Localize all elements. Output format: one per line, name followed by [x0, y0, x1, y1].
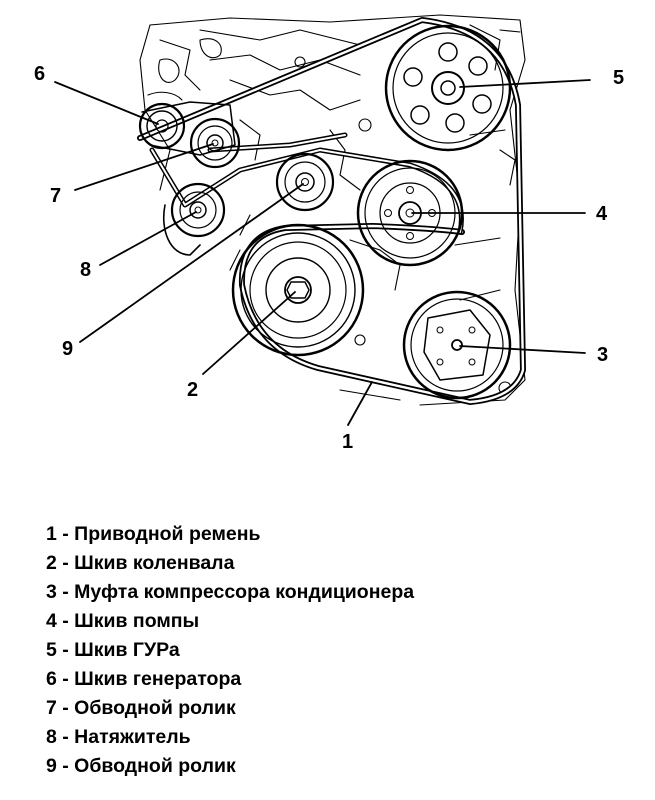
- alternator-pulley: [138, 101, 236, 156]
- tensioner-pulley: [163, 182, 226, 256]
- power-steering-pulley: [384, 24, 512, 152]
- legend-item-alternator-pulley: 6 - Шкив генератора: [46, 668, 242, 690]
- legend-item-lower-idler: 9 - Обводной ролик: [46, 755, 236, 777]
- callout-1: 1: [342, 431, 353, 453]
- callout-2: 2: [187, 379, 198, 401]
- leader-line-2: [202, 291, 296, 375]
- engine-block-sketch: [139, 14, 526, 406]
- ac-compressor-clutch: [402, 290, 512, 400]
- leader-line-7: [74, 143, 214, 191]
- callout-labels: 1 2 3 4 5 6 7 8 9: [34, 63, 624, 453]
- legend-item-drive-belt: 1 - Приводной ремень: [46, 523, 261, 545]
- legend-item-power-steering-pulley: 5 - Шкив ГУРа: [46, 639, 180, 661]
- crankshaft-pulley: [231, 223, 365, 357]
- callout-3: 3: [597, 344, 608, 366]
- legend-item-upper-idler: 7 - Обводной ролик: [46, 697, 236, 719]
- leader-line-8: [99, 211, 197, 266]
- leader-line-6: [54, 81, 159, 125]
- leader-line-9: [79, 183, 304, 343]
- legend-list: 1 - Приводной ремень 2 - Шкив коленвала …: [46, 520, 414, 781]
- upper-idler-pulley: [189, 117, 241, 169]
- belt-drive-diagram: 1 2 3 4 5 6 7 8 9: [34, 14, 624, 453]
- legend-item-tensioner: 8 - Натяжитель: [46, 726, 191, 748]
- legend-item-ac-compressor-clutch: 3 - Муфта компрессора кондиционера: [46, 581, 415, 603]
- callout-6: 6: [34, 63, 45, 85]
- lower-idler-pulley: [275, 152, 335, 212]
- leader-lines: [54, 79, 591, 426]
- callout-7: 7: [50, 185, 61, 207]
- callout-5: 5: [613, 67, 624, 89]
- callout-4: 4: [596, 203, 608, 225]
- legend-item-water-pump-pulley: 4 - Шкив помпы: [46, 610, 200, 632]
- legend-item-crankshaft-pulley: 2 - Шкив коленвала: [46, 552, 235, 574]
- callout-9: 9: [62, 338, 73, 360]
- leader-line-1: [347, 381, 373, 426]
- callout-8: 8: [80, 259, 91, 281]
- leader-line-3: [459, 345, 586, 354]
- leader-line-5: [459, 79, 591, 88]
